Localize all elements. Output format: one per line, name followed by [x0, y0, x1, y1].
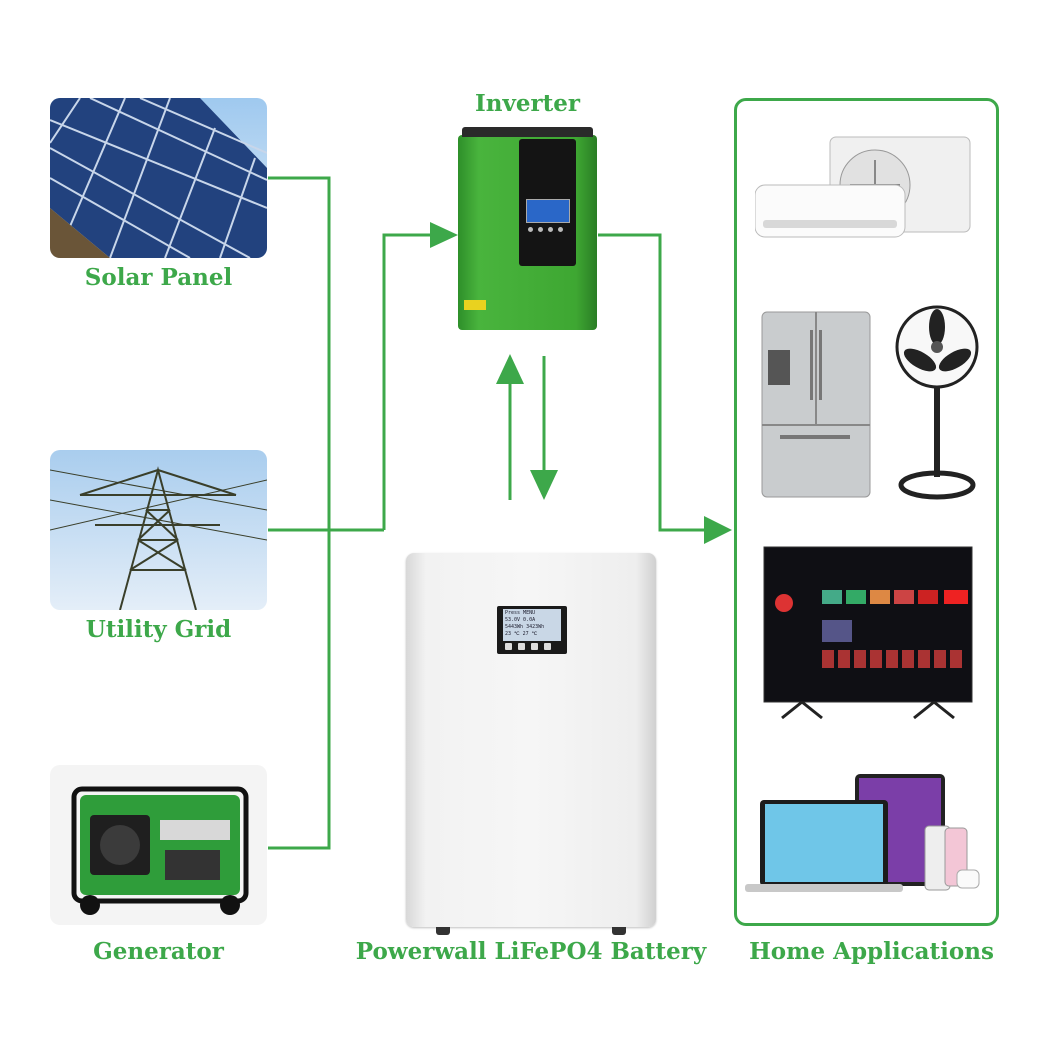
battery-screen-line: 5443Wh 3423Wh [505, 624, 545, 630]
arrow-inverter-to-battery [530, 470, 558, 500]
utility-grid-label: Utility Grid [85, 616, 232, 643]
inverter-lcd [526, 199, 570, 223]
arrow-battery-to-inverter [496, 354, 524, 384]
battery-screen-line: 23 ℃ 27 ℃ [505, 631, 538, 637]
air-conditioner-icon [755, 136, 971, 238]
generator-tile [50, 765, 267, 925]
generator-label: Generator [93, 938, 224, 965]
utility-grid-tile [50, 450, 267, 610]
battery-bms-display: Press MENU 53.0V 0.0A 5443Wh 3423Wh 23 ℃… [497, 606, 567, 654]
generator-icon [50, 765, 267, 925]
inverter-keys [528, 227, 563, 232]
solar-panel-icon [50, 98, 267, 258]
battery-buttons [505, 643, 551, 650]
wire-to-inverter [382, 233, 448, 530]
arrow-to-inverter [430, 222, 458, 248]
standing-fan-icon [895, 305, 979, 500]
solar-panel-tile [50, 98, 267, 258]
battery-screen-line: 53.0V 0.0A [505, 617, 536, 623]
battery-screen-line: Press MENU [505, 610, 536, 616]
battery-unit: Press MENU 53.0V 0.0A 5443Wh 3423Wh 23 ℃… [406, 553, 656, 935]
inverter-warning-tag [464, 300, 486, 310]
wire-solar [268, 176, 331, 850]
wire-inverter-to-home [598, 233, 725, 532]
refrigerator-icon [761, 311, 871, 498]
home-applications-box [734, 98, 999, 926]
arrow-to-home [704, 516, 732, 544]
battery-label: Powerwall LiFePO4 Battery [355, 938, 707, 965]
laptop-tablet-phone-icon [745, 774, 980, 892]
inverter-label: Inverter [475, 90, 580, 117]
utility-grid-icon [50, 450, 267, 610]
inverter-unit [458, 127, 597, 330]
inverter-control-panel [519, 139, 576, 266]
television-icon [763, 546, 973, 720]
inverter-top-bracket [462, 127, 593, 137]
solar-panel-label: Solar Panel [84, 264, 233, 291]
battery-screen: Press MENU 53.0V 0.0A 5443Wh 3423Wh 23 ℃… [503, 609, 561, 641]
home-applications-label: Home Applications [749, 938, 994, 965]
